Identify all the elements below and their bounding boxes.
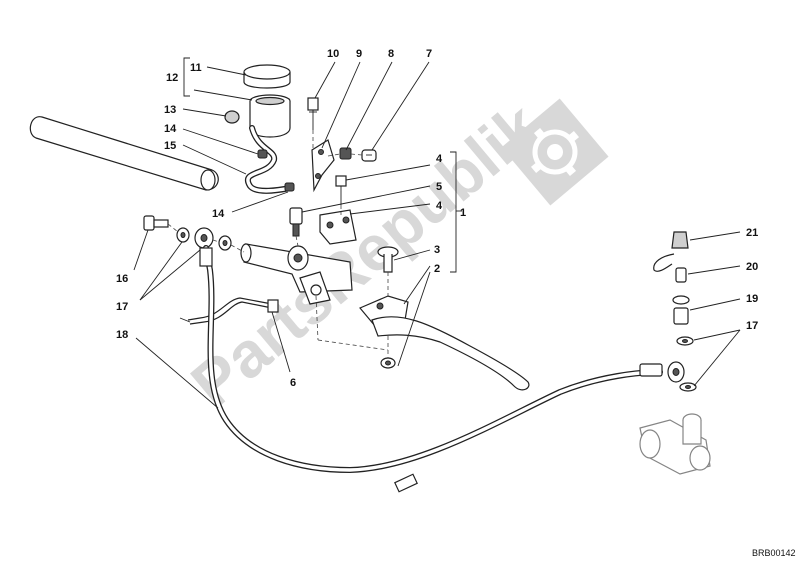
callout-14-lower: 14 [212, 208, 225, 220]
fitting-5 [289, 207, 303, 237]
bleed-cap [653, 231, 689, 272]
callout-20: 20 [746, 261, 758, 273]
bracket-9 [311, 139, 335, 193]
hose-clamp-upper [257, 149, 268, 159]
bleed-screw [675, 267, 687, 283]
group-bracket-1 [450, 151, 462, 273]
clamp-half [319, 209, 357, 245]
bleed-valve [672, 295, 690, 325]
callout-15: 15 [164, 140, 176, 152]
callout-9: 9 [356, 48, 362, 60]
callout-2: 2 [434, 263, 440, 275]
banjo-bolt [143, 215, 169, 231]
callout-8: 8 [388, 48, 394, 60]
callout-4-upper: 4 [436, 153, 443, 165]
clutch-switch-wire [179, 297, 279, 325]
callout-17-right: 17 [746, 320, 758, 332]
callout-1: 1 [460, 207, 466, 219]
callout-labels: 1 2 3 4 4 5 6 7 8 9 10 11 12 13 14 14 15… [116, 48, 758, 389]
callout-21: 21 [746, 227, 758, 239]
hose-clamp-lower [284, 182, 295, 192]
washer-17-d [679, 382, 697, 392]
callout-7: 7 [426, 48, 432, 60]
callout-6: 6 [290, 377, 296, 389]
slave-banjo [667, 361, 685, 383]
washer-17-a [176, 227, 190, 243]
drawing-code: BRB00142 [752, 548, 796, 558]
callout-12: 12 [166, 72, 178, 84]
screw-7 [361, 149, 377, 162]
nut-8 [339, 147, 352, 160]
callout-5: 5 [436, 181, 442, 193]
reservoir-hose [245, 125, 293, 194]
pivot-screw [377, 246, 399, 273]
lever-nut [380, 357, 396, 369]
screw-4-upper [335, 175, 347, 205]
callout-4-lower: 4 [436, 200, 443, 212]
slave-cylinder [639, 413, 711, 475]
callout-13: 13 [164, 104, 176, 116]
callout-10: 10 [327, 48, 339, 60]
callout-3: 3 [434, 244, 440, 256]
callout-19: 19 [746, 293, 758, 305]
bolt-10 [307, 97, 319, 130]
clutch-hose [199, 245, 663, 493]
banjo-fitting [194, 227, 214, 249]
callout-17-left: 17 [116, 301, 128, 313]
callout-16: 16 [116, 273, 128, 285]
handlebar [29, 116, 219, 191]
callout-18: 18 [116, 329, 128, 341]
assembly-lines [167, 130, 389, 358]
grommet [224, 110, 240, 124]
clutch-lever [371, 316, 530, 391]
leader-lines [133, 61, 741, 409]
reservoir [249, 94, 291, 138]
reservoir-cap [243, 64, 291, 89]
washer-17-c [676, 336, 694, 346]
master-cylinder-body [240, 243, 353, 305]
callout-11: 11 [190, 62, 202, 74]
callout-14-upper: 14 [164, 123, 177, 135]
washer-17-b [218, 235, 232, 251]
group-bracket-12 [183, 57, 190, 97]
watermark-gear-icon [501, 98, 609, 206]
